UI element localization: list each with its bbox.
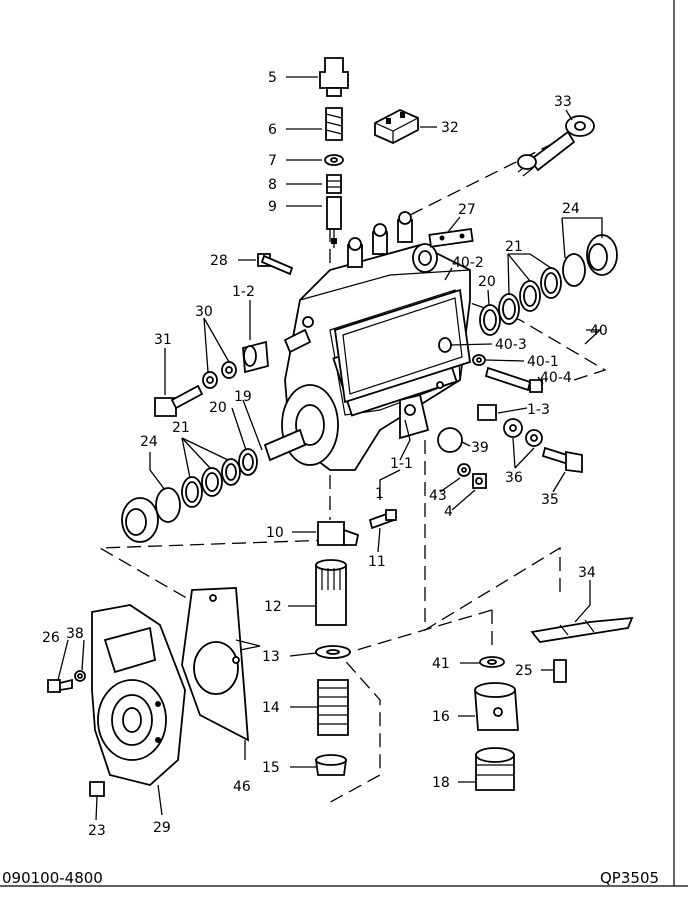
label-19: 19 — [234, 389, 252, 405]
label-9: 9 — [268, 199, 277, 215]
side-small-parts — [437, 404, 583, 489]
drawing-number: 090100-4800 — [2, 869, 103, 887]
label-1-3: 1-3 — [527, 402, 550, 418]
label-13: 13 — [262, 649, 280, 665]
part-27-plate — [428, 227, 474, 248]
left-side-parts — [154, 328, 312, 417]
label-28: 28 — [210, 253, 228, 269]
label-23: 23 — [88, 823, 106, 839]
governor-gasket — [334, 288, 471, 404]
label-41: 41 — [432, 656, 450, 672]
leader-lines — [57, 76, 603, 821]
label-24-right: 24 — [562, 201, 580, 217]
label-7: 7 — [268, 153, 277, 169]
label-29: 29 — [153, 820, 171, 836]
label-21-right: 21 — [505, 239, 523, 255]
label-40-4: 40-4 — [540, 370, 572, 386]
part-28-bolt — [257, 253, 294, 276]
callout-labels: 5 6 7 8 9 32 33 27 28 24 21 20 40-2 40 4… — [42, 70, 608, 839]
right-gear-set — [479, 234, 618, 336]
label-1-2: 1-2 — [232, 284, 255, 300]
label-15: 15 — [262, 760, 280, 776]
label-27: 27 — [458, 202, 476, 218]
label-4: 4 — [444, 504, 453, 520]
label-10: 10 — [266, 525, 284, 541]
label-36: 36 — [505, 470, 523, 486]
label-20-left: 20 — [209, 400, 227, 416]
label-40-3: 40-3 — [495, 337, 527, 353]
label-32: 32 — [441, 120, 459, 136]
label-40-1: 40-1 — [527, 354, 559, 370]
label-30: 30 — [195, 304, 213, 320]
label-43: 43 — [429, 488, 447, 504]
label-26: 26 — [42, 630, 60, 646]
page-code: QP3505 — [600, 869, 659, 887]
label-24-left: 24 — [140, 434, 158, 450]
label-1: 1 — [375, 486, 384, 502]
label-1-1: 1-1 — [390, 456, 413, 472]
label-39: 39 — [471, 440, 489, 456]
label-18: 18 — [432, 775, 450, 791]
assembly-dashed-lines — [97, 139, 607, 806]
label-21-left: 21 — [172, 420, 190, 436]
label-25: 25 — [515, 663, 533, 679]
bottom-plunger-stack — [314, 509, 397, 776]
delivery-valve-parts — [319, 57, 349, 248]
part-40-items — [438, 337, 543, 393]
label-34: 34 — [578, 565, 596, 581]
label-40: 40 — [590, 323, 608, 339]
label-33: 33 — [554, 94, 572, 110]
label-11: 11 — [368, 554, 386, 570]
label-46: 46 — [233, 779, 251, 795]
bottom-right-parts — [474, 616, 634, 791]
label-14: 14 — [262, 700, 280, 716]
label-35: 35 — [541, 492, 559, 508]
label-12: 12 — [264, 599, 282, 615]
label-8: 8 — [268, 177, 277, 193]
part-32-clamp — [374, 109, 419, 144]
bottom-left-housing — [47, 587, 250, 797]
label-6: 6 — [268, 122, 277, 138]
label-5: 5 — [268, 70, 277, 86]
label-16: 16 — [432, 709, 450, 725]
part-33-eye-bolt — [517, 115, 595, 177]
label-31: 31 — [154, 332, 172, 348]
label-20-right: 20 — [478, 274, 496, 290]
label-40-2: 40-2 — [452, 255, 484, 271]
left-gear-set — [121, 448, 258, 543]
label-38: 38 — [66, 626, 84, 642]
